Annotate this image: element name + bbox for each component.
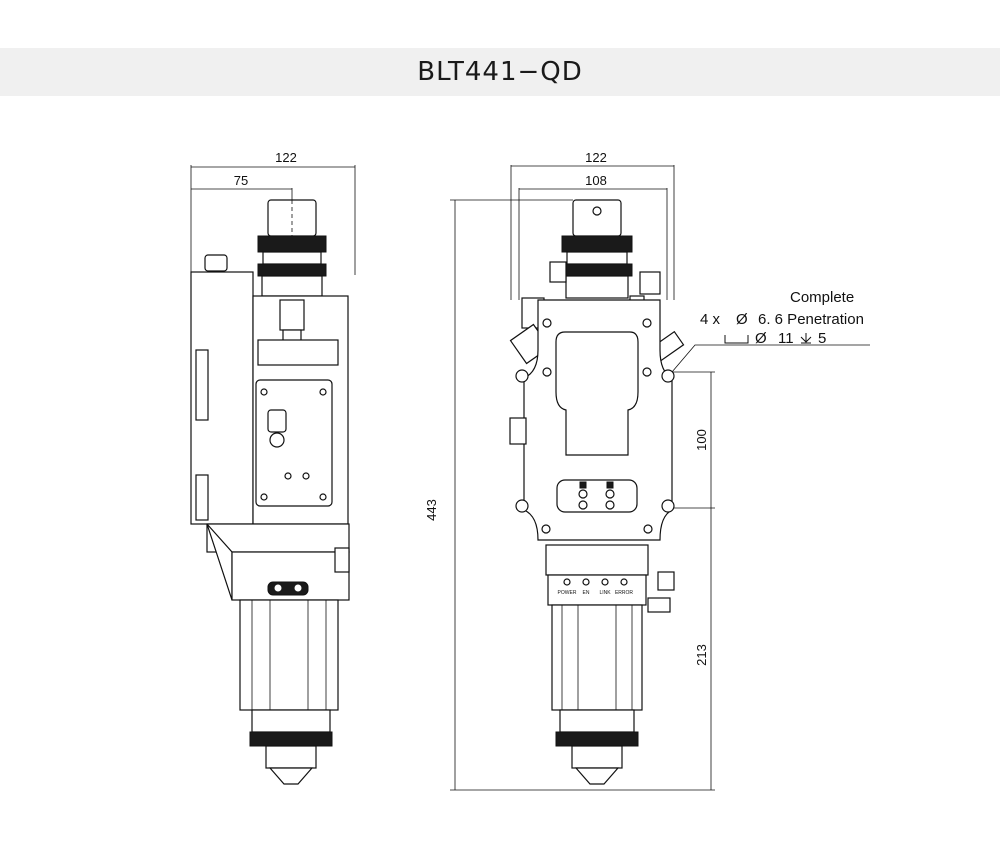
- panel-label-en: EN: [583, 590, 590, 596]
- title-bar: BLT441−QD: [0, 48, 1000, 96]
- side-view: 122 75: [190, 150, 356, 785]
- front-knurled-ring: [561, 235, 633, 253]
- mount-hole-br: [661, 499, 675, 513]
- front-adjuster-panel: [556, 479, 638, 513]
- hole-note-line1: Complete: [790, 289, 854, 306]
- front-dim-443: 443: [424, 499, 439, 521]
- panel-label-power: POWER: [558, 590, 577, 596]
- mount-hole-tl: [515, 369, 529, 383]
- hole-note-leader: [671, 344, 870, 373]
- hole-note-dia-symbol: Ø: [736, 311, 748, 328]
- side-lower-cylinder: [239, 599, 339, 711]
- side-dim-122: 122: [275, 150, 297, 165]
- side-nozzle-ring: [249, 731, 333, 747]
- side-cover-plate: [255, 379, 333, 507]
- counterbore-icon: [724, 335, 749, 344]
- front-nozzle-tip: [574, 767, 620, 785]
- front-dim-213: 213: [694, 644, 709, 666]
- depth-icon: [800, 333, 812, 344]
- panel-label-link: LINK: [599, 590, 611, 596]
- front-dim-108: 108: [585, 173, 607, 188]
- hole-note-cbore-value: 11: [778, 330, 794, 347]
- front-view: 122 108 443 100 213 Complete 4 x Ø 6. 6 …: [424, 150, 870, 791]
- front-top-cap: [572, 199, 622, 237]
- hole-note-depth: 5: [818, 330, 826, 347]
- side-slot: [267, 581, 309, 596]
- panel-label-error: ERROR: [615, 590, 633, 596]
- front-lower-housing: [545, 544, 649, 576]
- side-top-button: [204, 254, 228, 272]
- hole-note-dia-value: 6. 6 Penetration: [758, 311, 864, 328]
- side-dim-75: 75: [234, 173, 248, 188]
- page-title: BLT441−QD: [417, 57, 583, 87]
- mount-hole-tr: [661, 369, 675, 383]
- side-nozzle-tip: [268, 767, 314, 785]
- front-window: [555, 331, 639, 456]
- front-dim-122: 122: [585, 150, 607, 165]
- front-side-fitting: [509, 417, 527, 445]
- mount-hole-bl: [515, 499, 529, 513]
- front-lower-cylinder: [551, 604, 643, 711]
- front-dim-100: 100: [694, 429, 709, 451]
- hole-note-cbore-dia-symbol: Ø: [755, 330, 767, 347]
- front-nozzle-ring: [555, 731, 639, 747]
- hole-note-count: 4 x: [700, 311, 721, 328]
- side-knurled-ring: [257, 235, 327, 253]
